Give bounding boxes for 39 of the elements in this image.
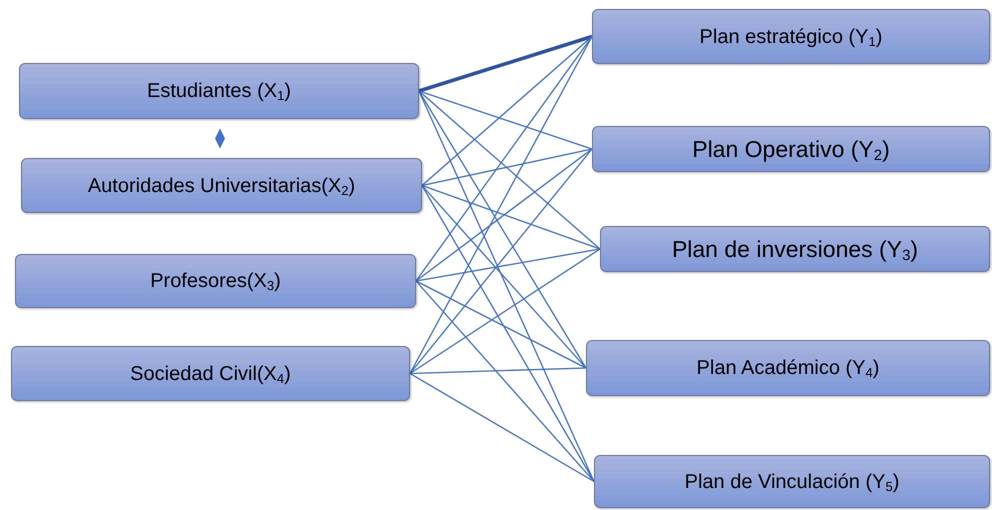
node-label: Plan de inversiones (Y$_{3}$) xyxy=(672,234,918,266)
connector-line xyxy=(422,148,592,186)
connector-line xyxy=(416,248,600,282)
node-label: Estudiantes (X$_{1}$) xyxy=(147,79,291,106)
connector-line xyxy=(409,36,593,374)
node-label: Plan estratégico (Y$_{1}$) xyxy=(700,24,882,51)
connector-line xyxy=(410,248,600,374)
node-label: Plan de Vinculación (Y$_{5}$) xyxy=(684,470,900,496)
connector-line xyxy=(418,90,587,368)
process-box xyxy=(21,158,422,213)
process-box xyxy=(586,340,990,396)
connector-line xyxy=(422,36,592,186)
connector-line xyxy=(410,372,594,482)
connector-line xyxy=(415,36,593,282)
process-box xyxy=(600,226,990,272)
process-box xyxy=(592,126,990,172)
connector-line xyxy=(418,90,592,150)
node-label: Sociedad Civil(X$_{4}$) xyxy=(130,362,291,388)
connector-line xyxy=(410,148,592,374)
connector-line xyxy=(418,90,595,482)
process-box xyxy=(15,254,416,308)
node-label: Autoridades Universitarias(X$_{2}$) xyxy=(88,174,356,200)
process-box xyxy=(592,9,990,64)
process-box xyxy=(11,346,410,401)
node-label: Plan Académico (Y$_{4}$) xyxy=(696,356,880,382)
process-box xyxy=(19,63,419,119)
connector-line xyxy=(418,90,600,250)
connector-line xyxy=(418,34,593,93)
process-box xyxy=(594,455,990,508)
node-label: Profesores(X$_{3}$) xyxy=(150,269,281,296)
node-label: Plan Operativo (Y$_{2}$) xyxy=(692,134,890,166)
double-arrow xyxy=(215,128,225,148)
connector-line xyxy=(416,148,592,282)
connector-line xyxy=(416,280,594,482)
connector-line xyxy=(410,367,586,374)
connector-line xyxy=(416,280,586,369)
connector-line xyxy=(422,185,586,368)
connector-line xyxy=(422,184,600,250)
connector-line xyxy=(421,185,595,482)
